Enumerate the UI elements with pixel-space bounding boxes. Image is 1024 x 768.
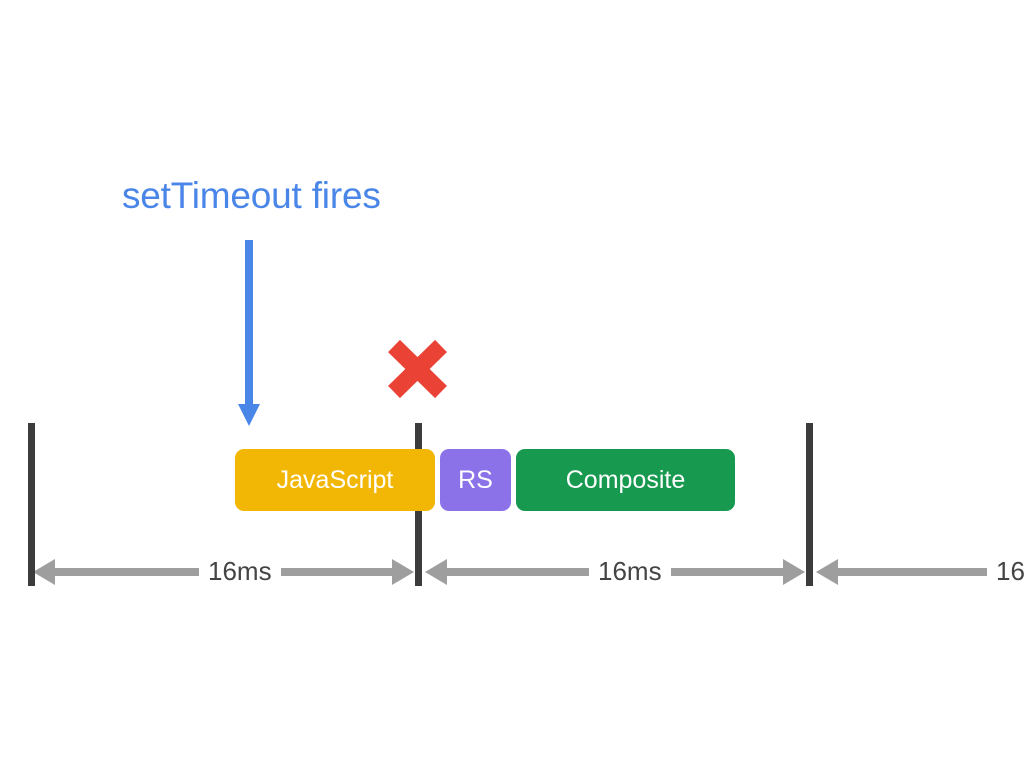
task-bar-rs[interactable]: RS (440, 449, 511, 511)
red-x-icon (388, 339, 447, 399)
settimeout-annotation-label: setTimeout fires (122, 175, 381, 216)
duration-label-3: 16 (987, 556, 1024, 587)
task-bar-composite[interactable]: Composite (516, 449, 735, 511)
task-bar-label: JavaScript (276, 465, 394, 494)
task-bar-label: RS (458, 465, 493, 494)
duration-label-2: 16ms (589, 556, 671, 587)
task-bar-javascript[interactable]: JavaScript (235, 449, 435, 511)
frame-boundary-3 (806, 423, 813, 586)
duration-label-1: 16ms (199, 556, 281, 587)
duration-arrow-3 (816, 559, 1024, 585)
down-arrow-icon (238, 240, 260, 426)
task-bar-label: Composite (565, 465, 686, 494)
frame-boundary-1 (28, 423, 35, 586)
